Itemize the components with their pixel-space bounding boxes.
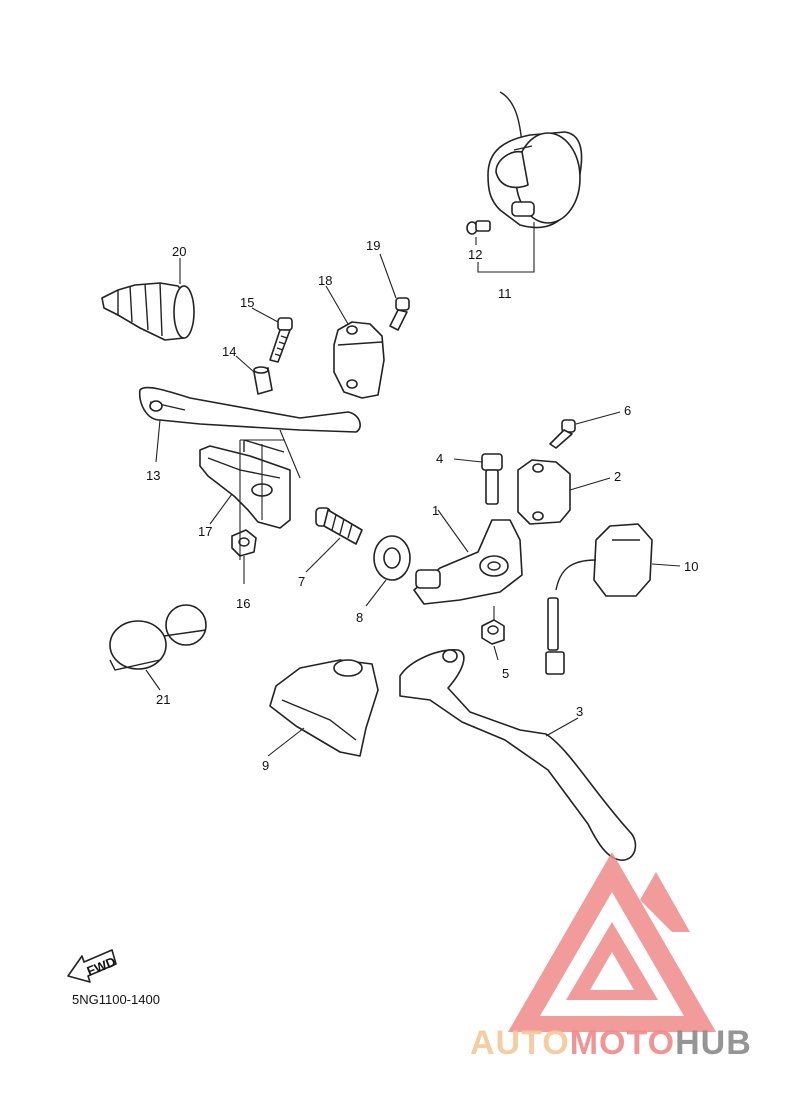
part-15-bolt	[269, 317, 293, 363]
callout-5: 5	[502, 666, 509, 681]
watermark-text-auto: AUTO	[470, 1024, 570, 1062]
callout-2: 2	[614, 469, 621, 484]
part-4-bolt	[481, 453, 503, 505]
callout-8: 8	[356, 610, 363, 625]
part-7-adjuster-bolt	[315, 507, 363, 545]
callout-6: 6	[624, 403, 631, 418]
callout-21: 21	[156, 692, 170, 707]
part-10-switch	[545, 523, 653, 675]
part-1-lever-holder	[413, 519, 523, 605]
part-16-nut	[231, 529, 257, 557]
callout-10: 10	[684, 559, 698, 574]
part-12-screw	[466, 220, 491, 235]
part-8-adjuster-nut	[373, 535, 411, 581]
watermark-logo	[508, 852, 716, 1032]
callout-13: 13	[146, 468, 160, 483]
watermark-text: AUTOMOTOHUB	[470, 1024, 752, 1062]
fwd-arrow-icon: FWD	[67, 949, 118, 983]
watermark-text-hub: HUB	[675, 1024, 752, 1062]
part-5-nut	[481, 619, 505, 645]
part-17-holder	[199, 439, 291, 529]
part-21-band	[109, 604, 207, 671]
callout-16: 16	[236, 596, 250, 611]
callout-7: 7	[298, 574, 305, 589]
part-14-collar	[253, 366, 273, 395]
part-19-screw	[389, 297, 410, 331]
callout-3: 3	[576, 704, 583, 719]
part-9-lever-cover	[269, 659, 379, 757]
callout-9: 9	[262, 758, 269, 773]
watermark-text-moto: MOTO	[570, 1024, 675, 1062]
callout-20: 20	[172, 244, 186, 259]
part-11-switch-housing	[487, 91, 583, 229]
callout-1: 1	[432, 503, 439, 518]
callout-labels: 1 2 3 4 5 6 7 8 9 10 11 12 13 14 15 16 1…	[146, 238, 698, 773]
diagram-code: 5NG1100-1400	[72, 992, 160, 1007]
part-18-clamp-holder	[333, 321, 385, 399]
watermark-peak	[640, 872, 690, 932]
part-20-boot	[101, 282, 195, 341]
callout-18: 18	[318, 273, 332, 288]
fwd-label: FWD	[85, 954, 118, 979]
callout-11: 11	[498, 286, 512, 301]
part-3-clutch-lever	[399, 649, 637, 861]
part-6-screw	[549, 419, 576, 449]
part-13-lever	[138, 386, 361, 433]
callout-17: 17	[198, 524, 212, 539]
callout-4: 4	[436, 451, 443, 466]
part-2-clamp	[517, 459, 571, 525]
callout-12: 12	[468, 247, 482, 262]
callout-15: 15	[240, 295, 254, 310]
callout-14: 14	[222, 344, 236, 359]
callout-19: 19	[366, 238, 380, 253]
leader-lines	[145, 222, 681, 757]
